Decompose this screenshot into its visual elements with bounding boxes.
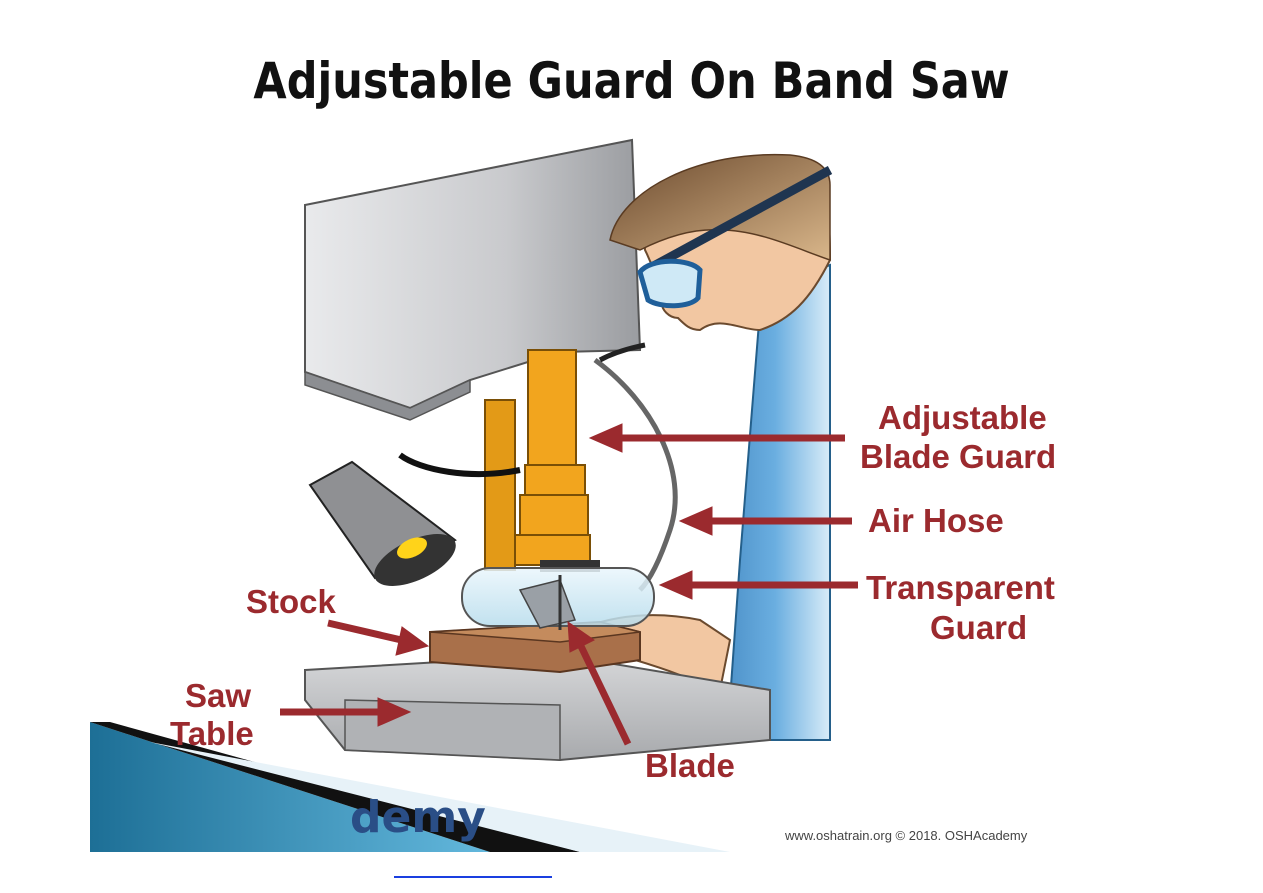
air-hose [593,357,678,592]
corner-stripe-decoration [90,722,730,852]
label-arrows [280,423,858,746]
stock-label: Stock [246,583,336,620]
saw-table-label-line1: Saw [185,677,252,714]
slide-title: Adjustable Guard On Band Saw [253,52,1010,110]
transparent-guard-label-line2: Guard [930,609,1028,646]
adjustable-blade-guard-post [484,349,600,572]
hyperlink-underline[interactable] [394,876,552,878]
saw-table [304,653,771,762]
saw-table-label-line2: Table [170,715,254,752]
watermark-fragment: demy [350,792,486,843]
transparent-guard-label-line1: Transparent [866,569,1055,606]
adjustable-blade-guard-label-line1: Adjustable [878,399,1047,436]
footer-credit: www.oshatrain.org © 2018. OSHAcademy [785,828,1028,843]
work-lamp [308,452,521,586]
transparent-guard [461,567,655,630]
air-hose-label: Air Hose [868,502,1004,539]
saw-head [304,138,642,421]
blade-label: Blade [645,747,735,784]
adjustable-blade-guard-label-line2: Blade Guard [860,438,1057,475]
stock-workpiece [429,620,641,674]
operator [557,153,833,741]
